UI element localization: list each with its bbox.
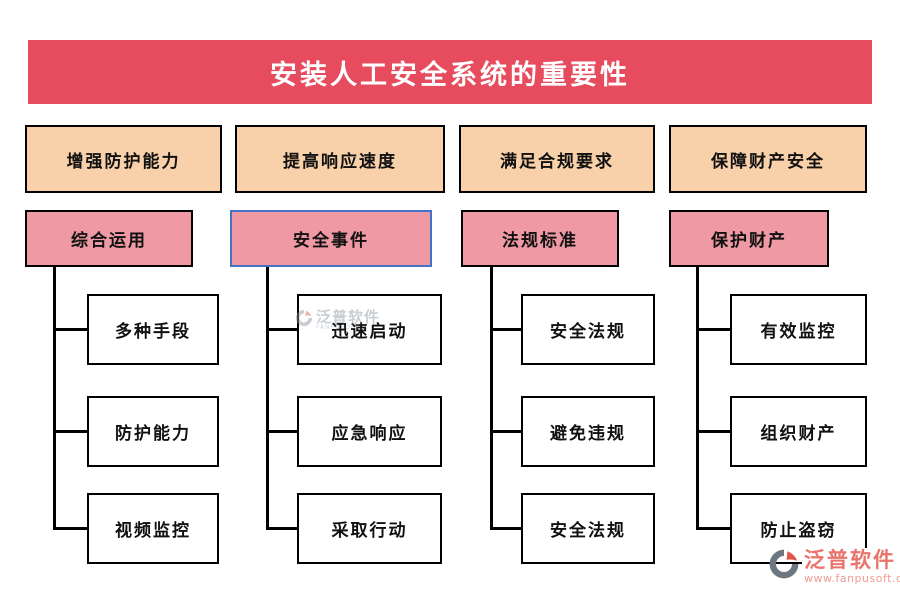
- connector-branch: [490, 328, 521, 331]
- leaf-node[interactable]: 采取行动: [297, 493, 442, 564]
- leaf-node[interactable]: 安全法规: [521, 493, 655, 564]
- connector-branch: [696, 527, 730, 530]
- connector-branch: [53, 328, 87, 331]
- connector-branch: [490, 430, 521, 433]
- level1-node[interactable]: 增强防护能力: [25, 125, 222, 193]
- level2-node[interactable]: 法规标准: [461, 210, 619, 267]
- level1-node[interactable]: 提高响应速度: [235, 125, 445, 193]
- leaf-node[interactable]: 避免违规: [521, 396, 655, 467]
- leaf-node[interactable]: 应急响应: [297, 396, 442, 467]
- level1-node[interactable]: 保障财产安全: [669, 125, 867, 193]
- connector-branch: [266, 430, 297, 433]
- connector-branch: [696, 328, 730, 331]
- connector-branch: [266, 527, 297, 530]
- leaf-node[interactable]: 安全法规: [521, 294, 655, 365]
- connector-branch: [53, 527, 87, 530]
- logo-name: 泛普软件: [804, 548, 896, 572]
- fanpu-logo-icon: [769, 549, 799, 579]
- level2-node-selected[interactable]: 安全事件: [230, 210, 432, 267]
- connector-branch: [53, 430, 87, 433]
- fanpu-logo[interactable]: 泛普软件 www.fanpusoft.com: [768, 548, 900, 587]
- diagram-title: 安装人工安全系统的重要性: [270, 59, 630, 91]
- connector-trunk: [53, 267, 56, 530]
- logo-url[interactable]: www.fanpusoft.com: [804, 572, 900, 585]
- leaf-node[interactable]: 组织财产: [730, 396, 867, 467]
- connector-branch: [696, 430, 730, 433]
- connector-branch: [490, 527, 521, 530]
- connector-trunk: [266, 267, 269, 530]
- leaf-node[interactable]: 防护能力: [87, 396, 219, 467]
- connector-trunk: [696, 267, 699, 530]
- leaf-node[interactable]: 迅速启动: [297, 294, 442, 365]
- leaf-node[interactable]: 有效监控: [730, 294, 867, 365]
- connector-branch: [266, 328, 297, 331]
- leaf-node[interactable]: 多种手段: [87, 294, 219, 365]
- connector-trunk: [490, 267, 493, 530]
- level2-node[interactable]: 保护财产: [669, 210, 829, 267]
- leaf-node[interactable]: 视频监控: [87, 493, 219, 564]
- level1-node[interactable]: 满足合规要求: [459, 125, 655, 193]
- leaf-node[interactable]: 防止盗窃: [730, 493, 867, 564]
- level2-node[interactable]: 综合运用: [25, 210, 193, 267]
- diagram-title-banner: 安装人工安全系统的重要性: [28, 40, 872, 104]
